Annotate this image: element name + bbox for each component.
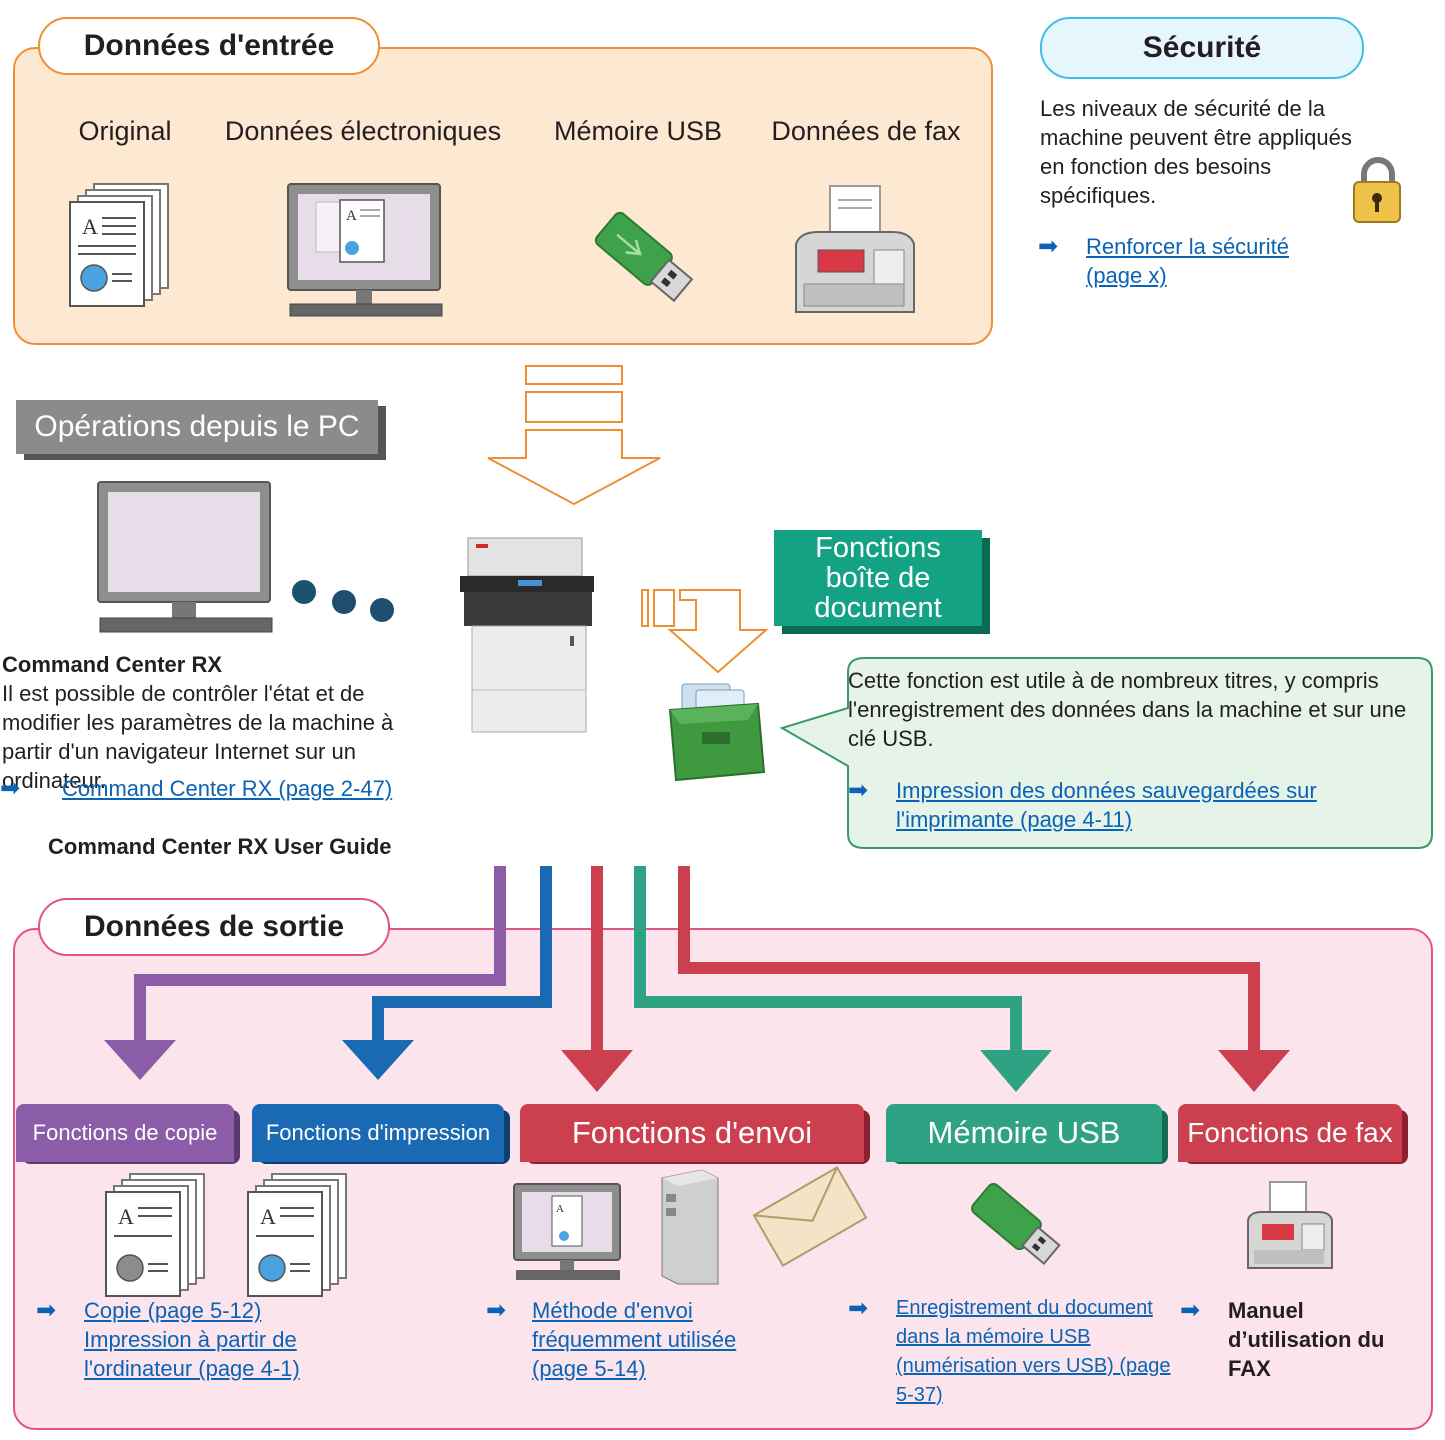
document-box-title: Fonctions boîte de document [774, 530, 982, 626]
fax-machine-icon [795, 185, 915, 313]
document-stack-icon: A [69, 183, 169, 307]
input-label-fax: Données de fax [771, 116, 961, 146]
print-document-stack-icon: A [247, 1173, 347, 1297]
input-to-machine-arrow [487, 365, 661, 506]
output-data-panel [13, 928, 1433, 1430]
tab-copy-functions: Fonctions de copie [16, 1104, 234, 1162]
print-from-computer-link[interactable]: Impression à partir de l'ordinateur (pag… [84, 1327, 300, 1381]
pc-operations-title: Opérations depuis le PC [16, 400, 378, 454]
send-method-link[interactable]: Méthode d'envoi fréquemment utilisée (pa… [532, 1298, 737, 1381]
svg-text:A: A [118, 1204, 134, 1229]
input-label-electronic: Données électroniques [224, 116, 502, 146]
machine-to-box-arrow [641, 589, 769, 674]
fax-ref-arrow-icon: ➡ [1180, 1297, 1201, 1324]
ellipsis-dots-icon [292, 580, 394, 622]
input-label-usb: Mémoire USB [553, 116, 723, 146]
svg-text:A: A [556, 1203, 564, 1215]
copy-link-arrow-icon: ➡ [36, 1297, 57, 1324]
usb-scan-link[interactable]: Enregistrement du document dans la mémoi… [896, 1297, 1171, 1406]
pc-link-arrow-icon: ➡ [0, 775, 21, 802]
send-monitor-icon: A [513, 1183, 621, 1280]
document-box-icon [668, 683, 766, 782]
input-data-title: Données d'entrée [38, 17, 380, 75]
tab-print-functions: Fonctions d'impression [252, 1104, 504, 1162]
pc-monitor-icon [97, 481, 273, 633]
pc-heading: Command Center RX [2, 652, 223, 677]
box-link-arrow-icon: ➡ [848, 777, 869, 804]
document-box-callout [779, 657, 1433, 849]
fax-output-icon [1247, 1181, 1333, 1269]
copy-document-stack-icon: A [105, 1173, 205, 1297]
output-data-title: Données de sortie [38, 898, 390, 956]
usb-link-arrow-icon: ➡ [848, 1295, 869, 1322]
copy-link[interactable]: Copie (page 5-12) [84, 1298, 262, 1323]
security-link-arrow-icon: ➡ [1038, 233, 1059, 260]
command-center-guide: Command Center RX User Guide [48, 834, 392, 859]
tab-usb-memory: Mémoire USB [886, 1104, 1162, 1162]
tab-fax-functions: Fonctions de fax [1178, 1104, 1402, 1162]
security-link[interactable]: Renforcer la sécurité (page x) [1086, 234, 1289, 288]
command-center-link[interactable]: Command Center RX (page 2-47) [62, 776, 393, 801]
tab-send-functions: Fonctions d'envoi [520, 1104, 864, 1162]
usb-output-icon [971, 1182, 1061, 1266]
usb-stick-icon [594, 211, 694, 303]
fax-manual-reference: Manuel d’utilisation du FAX [1228, 1298, 1385, 1381]
svg-text:A: A [260, 1204, 276, 1229]
padlock-icon [1353, 157, 1401, 223]
box-print-link[interactable]: Impression des données sauvegardées sur … [896, 778, 1317, 832]
monitor-document-icon: A [287, 183, 443, 317]
multifunction-printer-icon [460, 537, 594, 733]
envelope-icon [752, 1165, 868, 1267]
pc-text: Il est possible de contrôler l'état et d… [2, 681, 394, 793]
svg-text:A: A [346, 208, 357, 224]
send-link-arrow-icon: ➡ [486, 1297, 507, 1324]
document-box-text: Cette fonction est utile à de nombreux t… [848, 668, 1407, 751]
server-icon [661, 1169, 719, 1285]
input-label-original: Original [78, 116, 172, 146]
svg-text:A: A [82, 214, 98, 239]
security-text: Les niveaux de sécurité de la machine pe… [1040, 96, 1352, 208]
security-title: Sécurité [1040, 17, 1364, 79]
